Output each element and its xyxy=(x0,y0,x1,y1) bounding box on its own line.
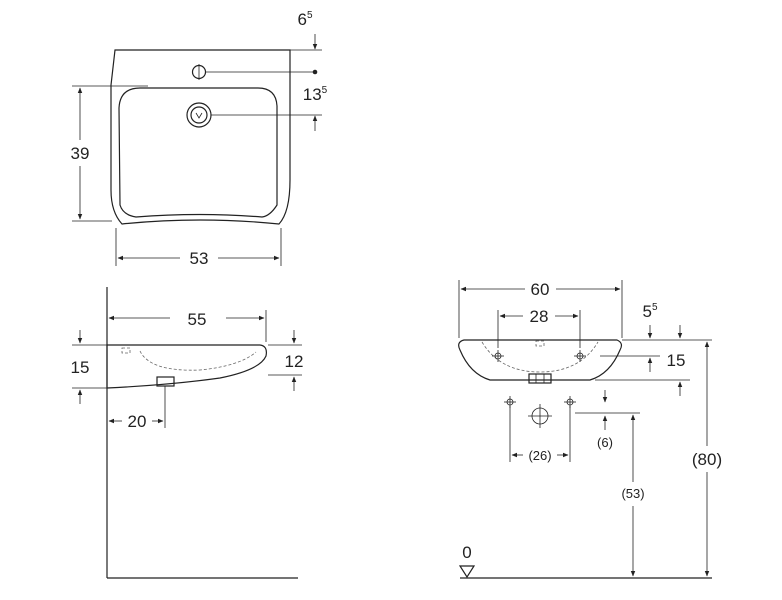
dim-depth: 39 xyxy=(71,144,90,163)
fixing-point-icon xyxy=(574,350,586,362)
drain-stub-front xyxy=(528,373,552,384)
waste-outlet-icon xyxy=(528,404,552,428)
basin-side-profile xyxy=(106,344,267,389)
dim-projection: 55 xyxy=(188,310,207,329)
tap-hole-icon xyxy=(191,64,207,80)
dim-bolt-offset: (6) xyxy=(597,435,613,450)
top-view: 65 135 39 53 xyxy=(71,10,328,268)
fixing-point-icon xyxy=(492,350,504,362)
dim-drain-distance: 20 xyxy=(128,412,147,431)
dim-bolt-height: (53) xyxy=(621,486,644,501)
dim-rim-height: (80) xyxy=(692,450,722,469)
dim-height-right: 12 xyxy=(285,352,304,371)
dim-drain-offset: 135 xyxy=(303,85,328,104)
dim-tap-offset: 65 xyxy=(297,10,312,29)
floor-level-label: 0 xyxy=(462,543,471,562)
dim-top-offset: 55 xyxy=(642,302,657,321)
drain-icon xyxy=(186,102,212,128)
dim-front-width: 60 xyxy=(531,280,550,299)
dim-height-left: 15 xyxy=(71,358,90,377)
dim-width-top: 53 xyxy=(190,249,209,268)
basin-top-outline xyxy=(110,49,291,225)
dim-fixing-spacing: 28 xyxy=(530,307,549,326)
front-view: 60 28 55 15 (6) (26) (53) xyxy=(458,280,722,579)
dim-bolt-spacing: (26) xyxy=(528,448,551,463)
basin-top-bowl xyxy=(118,87,278,218)
side-view: 55 15 12 20 xyxy=(71,287,304,579)
floor-level-marker-icon xyxy=(458,565,476,579)
basin-front-profile xyxy=(458,339,623,381)
dim-front-height: 15 xyxy=(667,351,686,370)
